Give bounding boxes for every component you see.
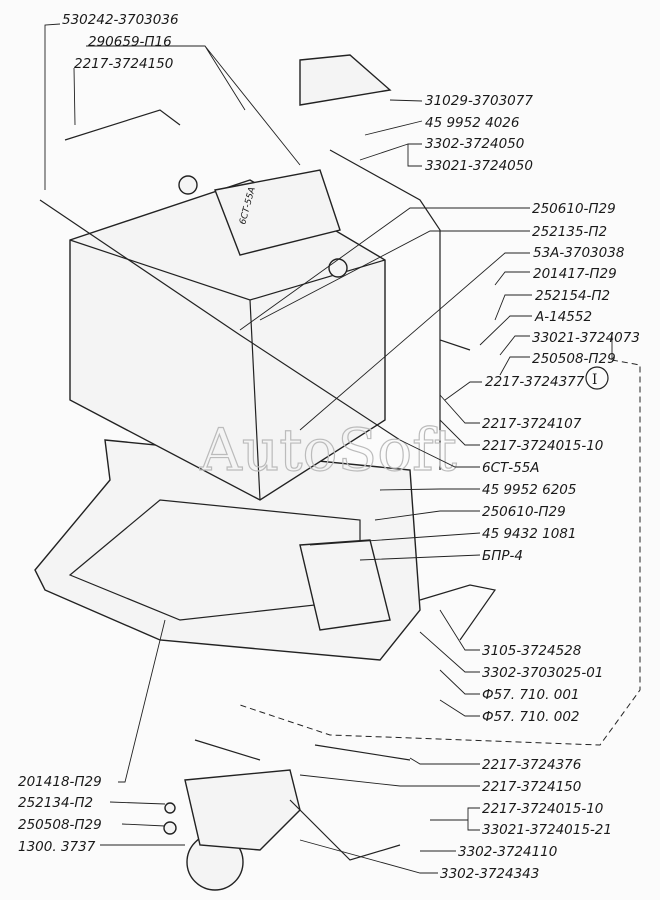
part-label: 2217-3724377 <box>485 374 585 390</box>
part-label: 33021-3724073 <box>532 330 640 346</box>
part-label: 3302-3724050 <box>425 136 524 152</box>
part-label: 33021-3724050 <box>425 158 533 174</box>
watermark: AutoSoft <box>199 416 457 484</box>
part-label: 250610-П29 <box>482 504 566 520</box>
part-label: 45 9952 6205 <box>482 482 576 498</box>
leader-lines <box>44 23 301 190</box>
nut <box>163 821 177 835</box>
battery-label-plate <box>214 169 341 256</box>
leader-lines <box>359 99 423 167</box>
motor-bracket <box>184 769 301 851</box>
labels-right: 31029-3703077 45 9952 4026 3302-3724050 … <box>425 93 640 725</box>
battery <box>69 179 386 501</box>
part-label: 252134-П2 <box>18 795 93 811</box>
leader-lines <box>309 381 482 717</box>
part-label: 2217-3724150 <box>482 779 581 795</box>
part-label: 2217-3724376 <box>482 757 581 773</box>
detail-callout-outline <box>239 359 641 746</box>
detail-marker-circle <box>585 366 609 390</box>
part-label: 530242-3703036 <box>62 12 179 28</box>
part-label: БПР-4 <box>482 548 523 564</box>
part-label: 201418-П29 <box>18 774 102 790</box>
part-label: Ф57. 710. 001 <box>482 687 580 703</box>
part-label: 31029-3703077 <box>425 93 533 109</box>
washer <box>164 802 176 814</box>
part-label: 252154-П2 <box>535 288 610 304</box>
part-label: 252135-П2 <box>532 224 607 240</box>
part-label: 2217-3724107 <box>482 416 582 432</box>
battery-terminal <box>178 175 198 195</box>
part-label: 2217-3724015-10 <box>482 438 603 454</box>
labels-bottom-right: 2217-3724376 2217-3724150 2217-3724015-1… <box>440 757 612 882</box>
part-label: 290659-П16 <box>88 34 172 50</box>
part-label: 201417-П29 <box>533 266 617 282</box>
negative-cable <box>39 109 401 441</box>
part-label: 1300. 3737 <box>18 839 96 855</box>
terminal-cover <box>299 54 392 106</box>
leader-lines <box>299 757 480 874</box>
part-label: 6СТ-55А <box>482 460 540 476</box>
leader-lines <box>100 619 185 846</box>
leader-lines <box>239 207 613 431</box>
part-label: 3105-3724528 <box>482 643 581 659</box>
part-label: А-14552 <box>534 309 592 325</box>
positive-cable <box>329 149 471 470</box>
motor-wires <box>194 739 411 861</box>
labels-top-left: 530242-3703036 290659-П16 2217-3724150 <box>62 12 179 72</box>
part-label: 33021-3724015-21 <box>482 822 612 838</box>
fuse-block <box>299 539 391 631</box>
detail-marker: I <box>592 372 597 388</box>
part-label: 3302-3724110 <box>458 844 557 860</box>
part-label: 2217-3724015-10 <box>482 801 603 817</box>
part-label: Ф57. 710. 002 <box>482 709 580 725</box>
part-label: 250508-П29 <box>532 351 616 367</box>
part-label: 2217-3724150 <box>74 56 173 72</box>
part-label: 3302-3724343 <box>440 866 539 882</box>
part-label: 53А-3703038 <box>533 245 624 261</box>
battery-terminal <box>328 258 348 278</box>
part-label: 250610-П29 <box>532 201 616 217</box>
part-label: 45 9432 1081 <box>482 526 576 542</box>
part-label: 45 9952 4026 <box>425 115 519 131</box>
labels-bottom-left: 201418-П29 252134-П2 250508-П29 1300. 37… <box>18 774 102 855</box>
part-label: 250508-П29 <box>18 817 102 833</box>
ground-strap <box>419 584 497 641</box>
part-label: 3302-3703025-01 <box>482 665 603 681</box>
